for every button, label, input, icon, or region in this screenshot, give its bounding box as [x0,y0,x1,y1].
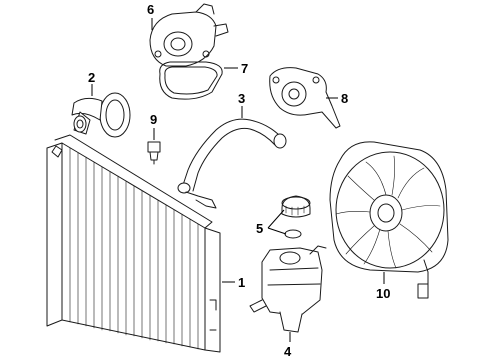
callout-6: 6 [147,2,154,30]
callout-4: 4 [284,332,292,359]
callout-9: 9 [150,112,157,140]
callout-5: 5 [256,209,287,236]
water-pump [269,67,341,129]
callout-number: 10 [376,286,390,301]
thermostat-elbow [71,92,131,138]
callout-8: 8 [326,91,348,106]
water-pump-housing [149,3,229,67]
coolant-temp-sensor [147,141,161,165]
callout-number: 9 [150,112,157,127]
callout-number: 7 [241,61,248,76]
cooling-fan-assembly [329,141,449,299]
callout-2: 2 [88,70,95,96]
callout-1: 1 [222,275,245,290]
callout-3: 3 [238,91,245,118]
upper-radiator-hose [177,118,287,209]
callout-number: 8 [341,91,348,106]
callout-10: 10 [376,272,390,301]
callout-number: 4 [284,344,292,359]
expansion-tank [249,245,327,333]
cap-o-ring [284,229,302,239]
callout-number: 6 [147,2,154,17]
callout-number: 1 [238,275,245,290]
callout-number: 5 [256,221,263,236]
radiator [46,134,221,353]
pump-gasket [159,61,223,100]
callout-7: 7 [224,61,248,76]
callout-number: 2 [88,70,95,85]
callout-number: 3 [238,91,245,106]
expansion-tank-cap [281,195,311,218]
